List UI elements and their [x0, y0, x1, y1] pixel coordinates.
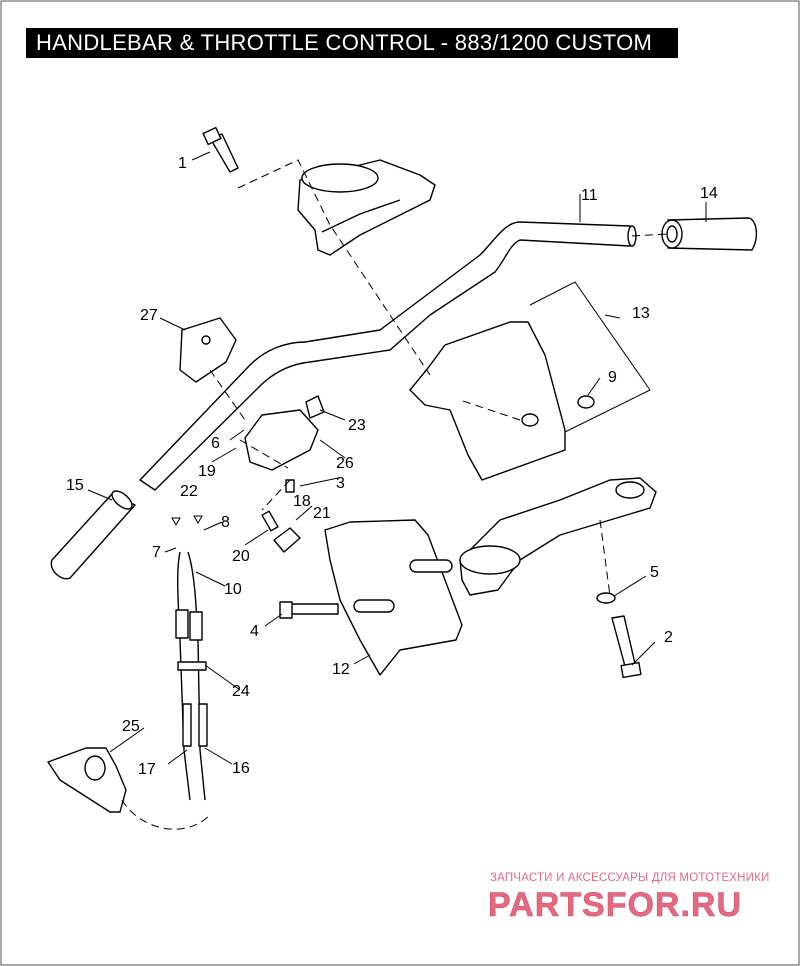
cable-guide-25: [47, 747, 127, 813]
cable-10: [187, 551, 206, 801]
callout-27: 27: [140, 307, 158, 324]
washer-5: [596, 592, 616, 604]
page-title: HANDLEBAR & THROTTLE CONTROL - 883/1200 …: [26, 28, 678, 58]
callout-2: 2: [664, 629, 673, 646]
callout-21: 21: [313, 505, 331, 522]
callout-16: 16: [232, 760, 250, 777]
watermark-logo-text: PARTSFOR.RU: [488, 886, 742, 924]
callout-22: 22: [180, 483, 198, 500]
grip-left: [50, 493, 136, 580]
callout-8: 8: [221, 514, 230, 531]
callout-5: 5: [650, 564, 659, 581]
callout-18: 18: [293, 493, 311, 510]
callout-20: 20: [232, 548, 250, 565]
callout-9: 9: [608, 369, 617, 386]
callout-24: 24: [232, 683, 250, 700]
riser-cover-13: [409, 321, 566, 481]
bracket-12: [324, 519, 463, 676]
callout-23: 23: [348, 417, 366, 434]
adjuster-21: [273, 527, 301, 553]
callout-4: 4: [250, 623, 259, 640]
callout-13: 13: [632, 305, 650, 322]
bolt-4: [289, 603, 339, 615]
triangle-22a: [171, 517, 181, 527]
clip-23: [305, 395, 325, 419]
callout-1: 1: [178, 155, 187, 172]
callout-25: 25: [122, 718, 140, 735]
callout-11: 11: [581, 187, 598, 204]
throttle-housing-26: [244, 409, 319, 471]
triangle-22b: [193, 515, 203, 525]
callout-15: 15: [66, 477, 84, 494]
callout-6: 6: [211, 435, 220, 452]
callout-19: 19: [198, 463, 216, 480]
washer-9: [577, 395, 595, 409]
callout-7: 7: [152, 544, 161, 561]
callout-17: 17: [138, 761, 156, 778]
callout-3: 3: [336, 475, 345, 492]
callout-10: 10: [224, 581, 242, 598]
callout-14: 14: [700, 185, 718, 202]
switch-housing-27: [179, 317, 237, 383]
bolt-2: [611, 615, 637, 671]
watermark-caption: ЗАПЧАСТИ И АКСЕССУАРЫ ДЛЯ МОТОТЕХНИКИ: [490, 872, 770, 884]
callout-26: 26: [336, 455, 354, 472]
cable-7: [176, 551, 191, 801]
callout-12: 12: [332, 661, 350, 678]
watermark-logo: PARTSFOR.RU: [488, 886, 742, 924]
grip-right: [667, 217, 758, 251]
handlebar-tube: [139, 221, 631, 491]
